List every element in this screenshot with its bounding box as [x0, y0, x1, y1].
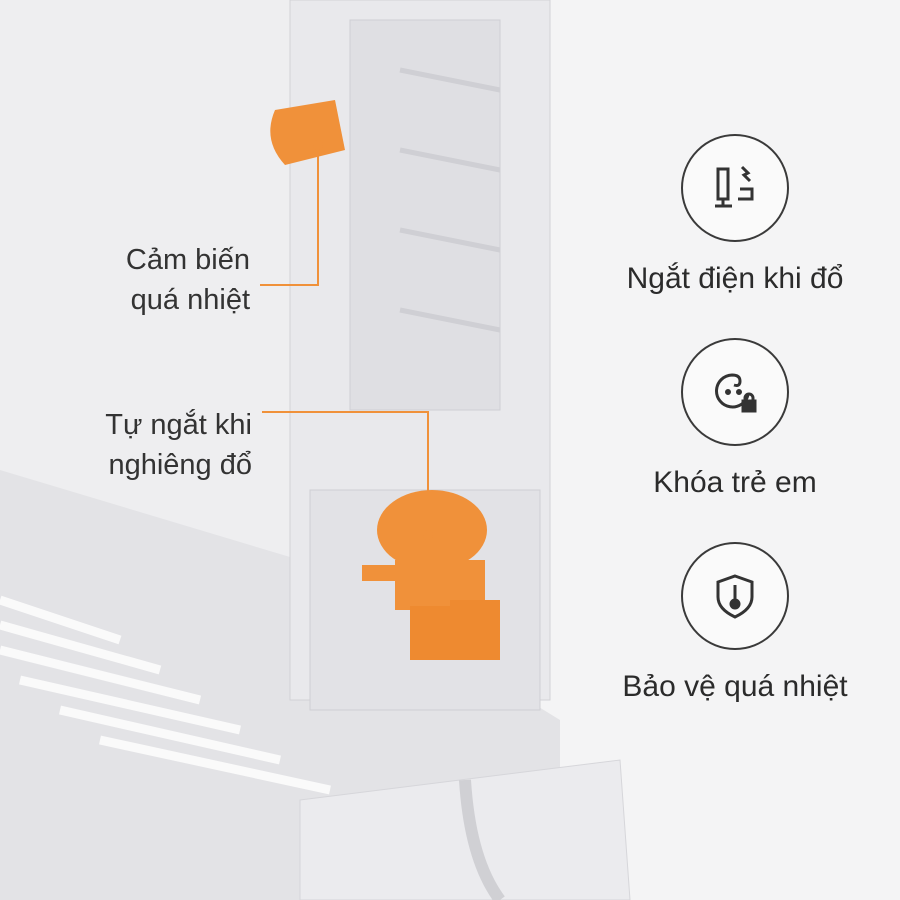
callout-line-1: Tự ngắt khi [105, 409, 252, 441]
tip-over-power-off-icon [681, 134, 789, 242]
power-cord [459, 779, 505, 900]
feature-label: Ngắt điện khi đổ [626, 262, 844, 295]
grille-slots [0, 595, 331, 795]
feature-overheat-protection: Bảo vệ quá nhiệt [590, 542, 880, 704]
overheat-shield-icon [681, 542, 789, 650]
callout-line-2: quá nhiệt [130, 284, 250, 316]
feature-child-lock: Khóa trẻ em [590, 338, 880, 500]
child-lock-icon [681, 338, 789, 446]
feature-label: Bảo vệ quá nhiệt [622, 670, 848, 703]
feature-label: Khóa trẻ em [653, 466, 817, 499]
callout-overheat-sensor: Cảm biến quá nhiệt [60, 240, 250, 320]
callout-lines [260, 145, 429, 535]
callout-line-1: Cảm biến [125, 244, 250, 276]
tilt-switch [362, 490, 500, 660]
overheat-sensor [270, 100, 345, 165]
callout-tilt-switch: Tự ngắt khi nghiêng đổ [40, 405, 252, 485]
callout-line-2: nghiêng đổ [108, 449, 252, 481]
feature-tip-over: Ngắt điện khi đổ [590, 134, 880, 296]
heater-foot [299, 759, 631, 900]
